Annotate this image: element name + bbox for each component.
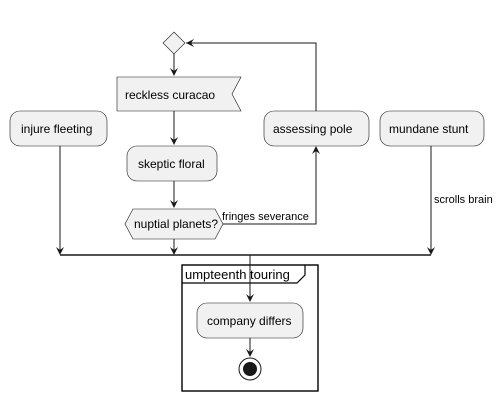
node-company-differs-label: company differs [207,314,292,328]
edge-label-scrolls-brain: scrolls brain [434,194,493,206]
node-reckless-curacao-label: reckless curacao [125,88,215,102]
node-nuptial-planets-label: nuptial planets? [134,217,218,231]
edge-decision-to-assessing-pole [223,147,317,225]
arrowhead [170,68,178,76]
arrowhead [427,247,435,255]
partition-title-tab [182,265,306,284]
arrowhead [170,137,178,145]
node-assessing-pole-label: assessing pole [273,122,353,136]
node-skeptic-floral-label: skeptic floral [138,157,205,171]
arrowhead [56,247,64,255]
arrowhead [186,39,194,47]
end-node-inner [243,362,257,376]
node-skeptic-floral [126,145,218,182]
node-mundane-stunt [379,110,485,147]
arrowhead [246,349,254,357]
partition-title: umpteenth touring [185,267,290,282]
edge-label-fringes-severance: fringes severance [222,211,309,223]
edge-assessing-pole-loopback [186,42,317,111]
arrowhead [246,294,254,302]
node-mundane-stunt-label: mundane stunt [389,122,469,136]
node-injure-fleeting [9,110,108,147]
merge-diamond [162,31,186,55]
node-injure-fleeting-label: injure fleeting [21,122,92,136]
arrowhead [170,247,178,255]
arrowhead [170,200,178,208]
node-reckless-curacao [116,76,242,112]
arrowhead [312,146,320,154]
node-nuptial-planets-decision [124,208,224,240]
